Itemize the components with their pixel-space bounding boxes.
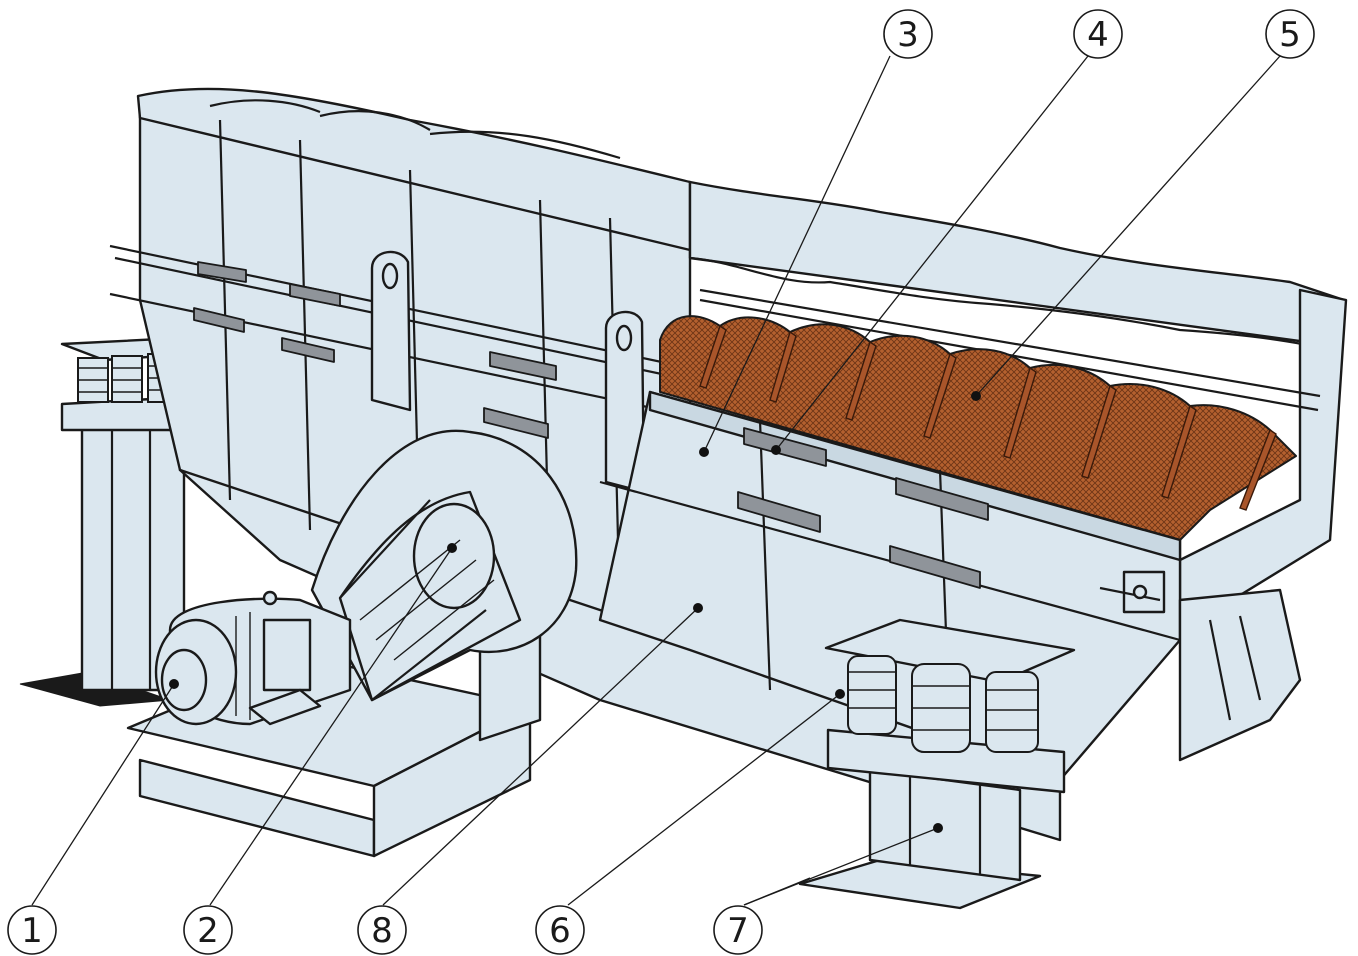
callout-4-label: 4 xyxy=(1087,15,1109,55)
leader-5 xyxy=(975,55,1281,397)
callout-8: 8 xyxy=(357,905,407,955)
callout-1-label: 1 xyxy=(21,911,43,951)
callout-5-label: 5 xyxy=(1279,15,1301,55)
callout-8-label: 8 xyxy=(371,911,393,951)
leader-6 xyxy=(567,693,841,906)
leader-8-dot xyxy=(693,603,703,613)
callout-2: 2 xyxy=(183,905,233,955)
leader-3-dot xyxy=(699,447,709,457)
belt-guard xyxy=(310,429,578,702)
leader-5-dot xyxy=(971,391,981,401)
callout-3: 3 xyxy=(883,9,933,59)
screen-deck xyxy=(659,315,1297,541)
callout-6-label: 6 xyxy=(549,911,571,951)
lifting-lug-left xyxy=(370,250,412,412)
leader-lines xyxy=(31,55,1281,906)
leader-3 xyxy=(703,55,891,453)
leader-6-dot xyxy=(835,689,845,699)
motor xyxy=(154,590,352,726)
callout-1: 1 xyxy=(7,905,57,955)
front-brackets xyxy=(737,427,989,589)
callout-7-label: 7 xyxy=(727,911,749,951)
leader-4 xyxy=(775,55,1089,451)
leader-1 xyxy=(31,683,175,906)
right-spring-stack xyxy=(847,655,1039,753)
callout-4: 4 xyxy=(1073,9,1123,59)
leader-8 xyxy=(382,607,699,906)
leader-1-dot xyxy=(169,679,179,689)
callout-5: 5 xyxy=(1265,9,1315,59)
callout-2-label: 2 xyxy=(197,911,219,951)
leader-2-dot xyxy=(447,543,457,553)
callout-7: 7 xyxy=(713,905,763,955)
leader-7-dot xyxy=(933,823,943,833)
leader-7b xyxy=(743,877,811,906)
screen-far-side xyxy=(688,180,1348,634)
end-bolt xyxy=(1099,570,1166,614)
leader-2 xyxy=(209,547,453,906)
callout-6: 6 xyxy=(535,905,585,955)
callout-3-label: 3 xyxy=(897,15,919,55)
side-brackets xyxy=(193,261,557,439)
leader-4-dot xyxy=(771,445,781,455)
right-support xyxy=(798,588,1302,910)
